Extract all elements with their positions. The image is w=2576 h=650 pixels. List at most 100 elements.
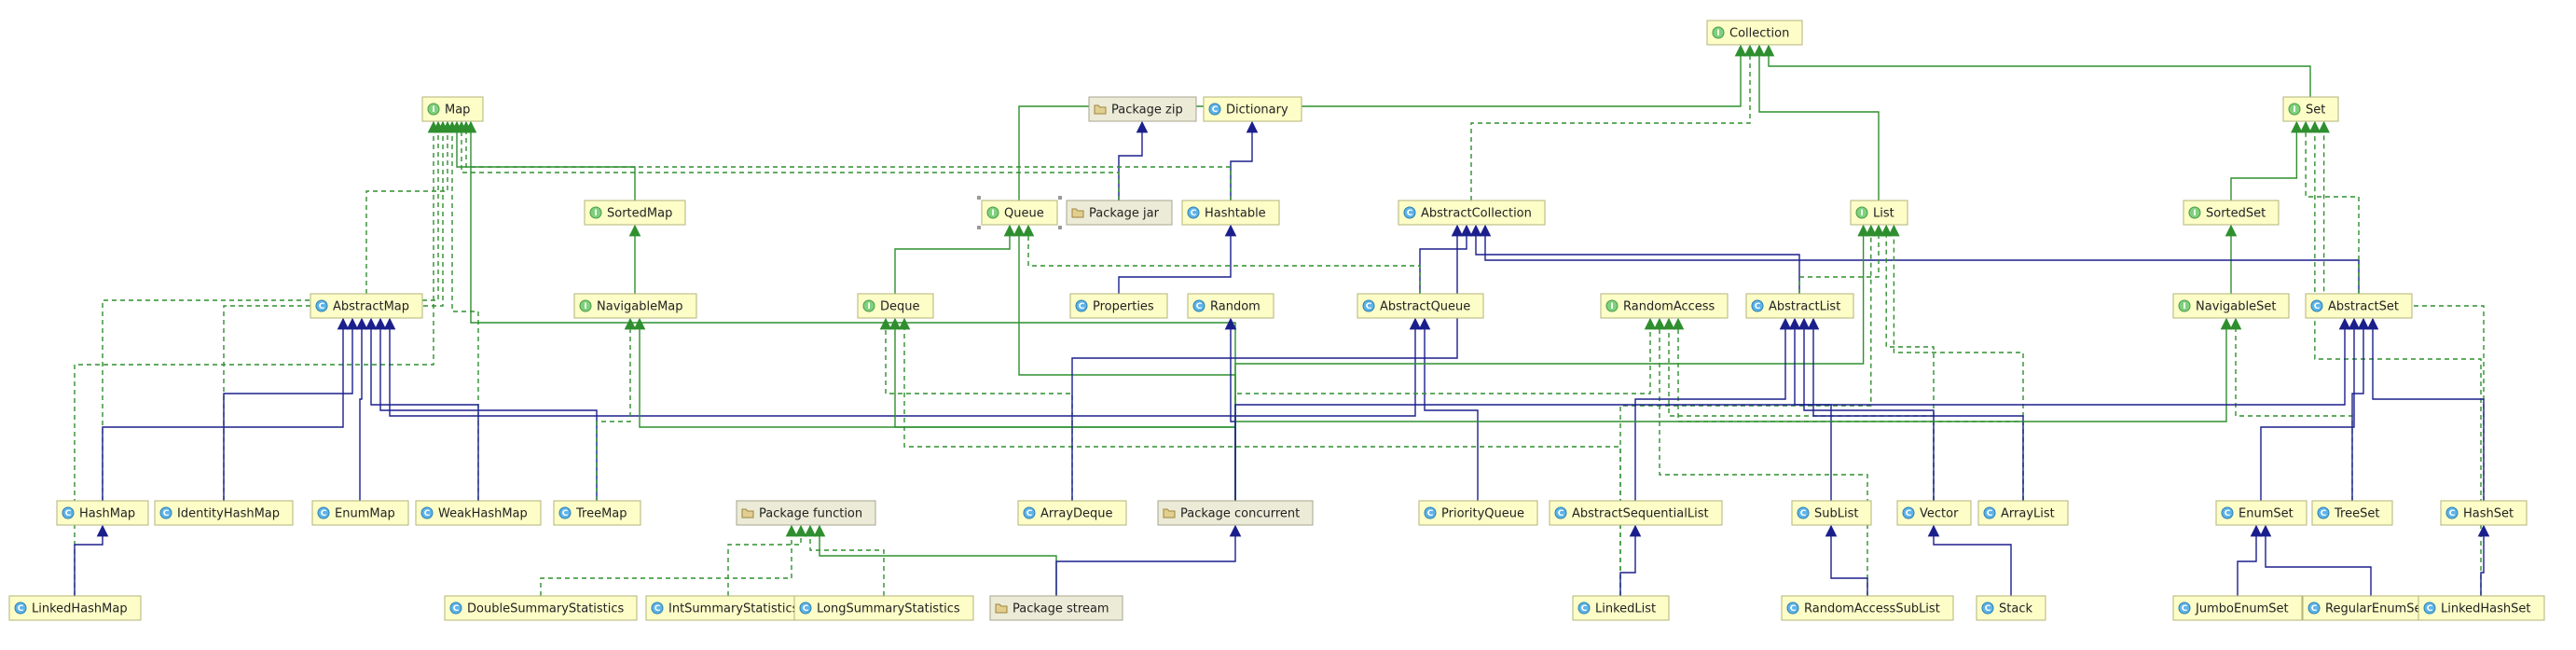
node-hashtable[interactable]: C Hashtable [1181,200,1280,226]
svg-text:C: C [1987,509,1993,519]
selection-handle[interactable] [1058,226,1062,229]
node-label: EnumMap [335,507,395,521]
edge-treemap-to-abstractmap [374,317,598,501]
edge-linkedhashmap-to-hashmap [74,524,109,596]
class-icon: C [651,602,664,615]
svg-text:C: C [1212,105,1219,115]
node-label: Stack [1999,602,2032,616]
node-enummap[interactable]: C EnumMap [311,500,409,526]
node-label: Collection [1729,27,1789,41]
edge-arraydeque-to-abstractcollection [1071,224,1464,501]
node-box [1017,500,1127,526]
class-icon: C [1577,602,1591,615]
edge-hashset-to-set [2318,120,2485,501]
edge-arraylist-to-abstractlist [1807,317,2024,501]
node-label: ArrayList [2001,507,2055,521]
class-icon: C [2445,506,2459,519]
edge-treeset-to-navigableset [2229,317,2353,501]
node-pkg_concurrent[interactable]: Package concurrent [1157,500,1314,526]
node-box [1745,293,1854,319]
node-label: JumboEnumSet [2195,602,2289,616]
node-pkg_function[interactable]: Package function [736,500,876,526]
class-icon: C [317,506,330,519]
svg-text:C: C [1191,209,1197,218]
node-label: WeakHashMap [438,507,528,521]
node-pkg_zip[interactable]: Package zip [1088,96,1197,122]
node-label: EnumSet [2239,507,2294,521]
edge-list-to-collection [1753,44,1880,201]
edge-queue-to-collection [1018,44,1747,201]
node-label: AbstractList [1769,300,1840,314]
edge-hashset-to-abstractset [2366,317,2485,501]
node-pkg_jar[interactable]: Package jar [1066,200,1173,226]
node-arraylist[interactable]: C ArrayList [1977,500,2069,526]
node-label: Hashtable [1205,207,1266,221]
class-icon: C [1554,506,1567,519]
edge-abstractqueue-to-queue [1022,224,1421,294]
edge-arraylist-to-list [1888,224,2024,501]
svg-text:C: C [1800,509,1807,519]
node-box [793,595,974,621]
node-label: PriorityQueue [1441,507,1524,521]
class-icon: C [1983,506,1996,519]
package-folder-icon [1071,208,1084,218]
node-box [1357,293,1484,319]
class-icon: C [799,602,812,615]
edge-properties-to-hashtable [1118,224,1237,294]
node-pkg_stream[interactable]: Package stream [989,595,1123,621]
edge-doublesummarystatistics-to-pkg_function [540,524,798,596]
edge-weakhashmap-to-abstractmap [365,317,479,501]
selection-handle[interactable] [1058,196,1062,200]
package-folder-icon [1094,104,1107,115]
class-icon: C [2423,602,2436,615]
selection-handle[interactable] [977,226,981,229]
selection-handle[interactable] [977,196,981,200]
edge-enummap-to-abstractmap [355,317,368,501]
class-icon: C [558,506,572,519]
class-icon: C [449,602,462,615]
interface-icon: I [986,206,999,219]
